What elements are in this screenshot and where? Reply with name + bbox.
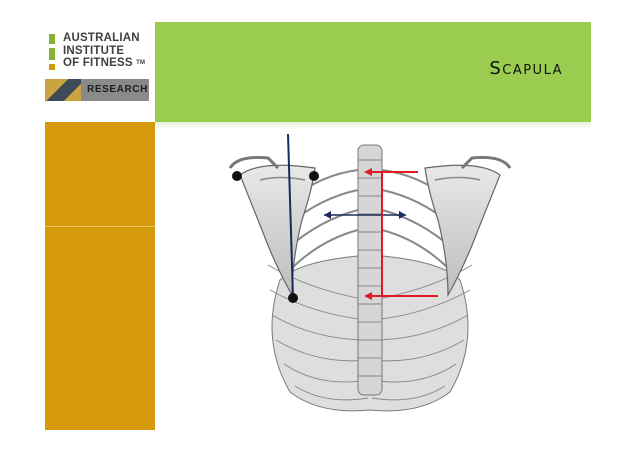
left-scapula [228,156,316,298]
logo-research-band: RESEARCH [45,79,149,101]
spine [357,144,383,396]
logo-bar-bottom [49,64,55,70]
logo-research-label: RESEARCH [87,84,148,95]
logo-trademark: TM [136,60,146,66]
logo-line-3: OF FITNESS TM [63,57,153,70]
vertical-distance-marker [364,168,438,300]
sidebar-divider [45,226,155,227]
sidebar-gold-column [45,122,155,430]
logo-bar-top [49,34,55,44]
right-scapula [424,156,512,298]
logo-line-2: INSTITUTE [63,44,125,57]
header-gradient [155,122,591,130]
landmark-dot-inferior-angle [288,293,298,303]
header-band: Scapula [155,22,591,122]
horizontal-distance-arrow [324,211,406,219]
landmark-dot-superior-angle [309,171,319,181]
logo: AUSTRALIAN INSTITUTE OF FITNESS TM RESEA… [45,22,156,122]
logo-wordmark: AUSTRALIAN INSTITUTE OF FITNESS TM [63,32,153,70]
logo-bar-middle [49,48,55,60]
logo-line-3-text: OF FITNESS [63,57,133,69]
landmark-dot-acromion [232,171,242,181]
vertical-reference-line [287,133,294,299]
logo-line-1: AUSTRALIAN [63,32,140,44]
slide: AUSTRALIAN INSTITUTE OF FITNESS TM RESEA… [45,22,591,430]
slide-title-text: Scapula [489,58,563,79]
slide-title: Scapula [489,58,563,79]
research-logo-icon [45,79,81,101]
scapula-anatomy-illustration [228,133,512,412]
